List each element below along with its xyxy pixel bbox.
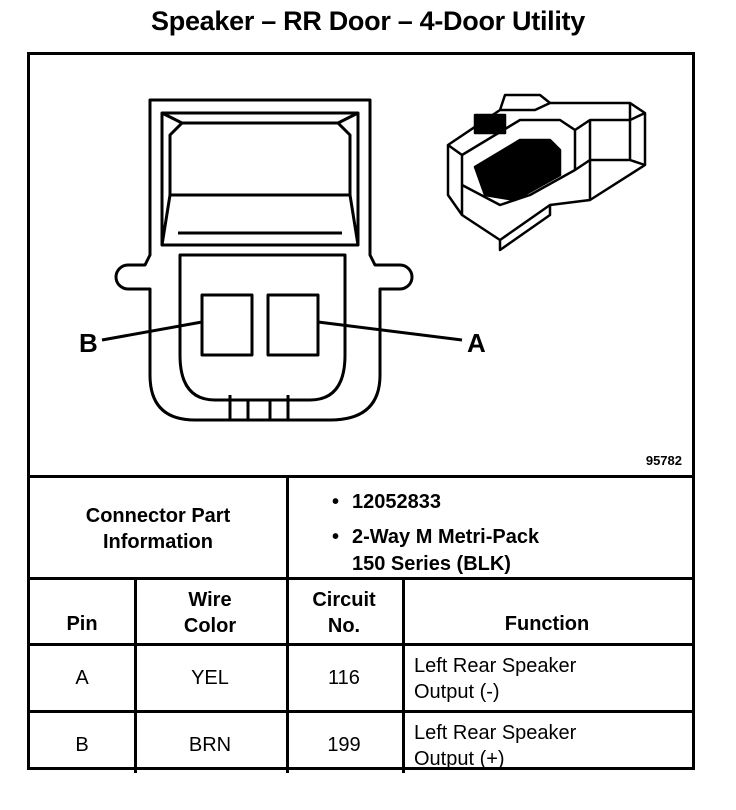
row-a-wire-color: YEL (191, 667, 229, 689)
divider-row-a (30, 710, 692, 713)
row-b-function: Left Rear Speaker Output (+) (414, 720, 576, 772)
row-b-wire-color: BRN (188, 734, 232, 756)
part-number: 12052833 (330, 489, 539, 516)
pin-cavity-a (266, 293, 320, 357)
connector-description-line2: 150 Series (BLK) (352, 553, 511, 575)
row-b-function-line1: Left Rear Speaker (414, 722, 577, 744)
header-wire-color: Wire Color (134, 587, 286, 639)
info-divider (286, 475, 289, 577)
leader-a (317, 320, 463, 342)
connector-drawing (101, 93, 647, 422)
header-wire-color-line2: Color (183, 615, 237, 637)
figure-number: 95782 (645, 453, 682, 468)
divider-info (30, 577, 692, 580)
header-wire-color-line1: Wire (188, 589, 232, 611)
connector-figure: B A 95782 (30, 55, 692, 475)
header-function: Function (504, 613, 590, 635)
row-a-pin: A (75, 667, 89, 689)
connector-description-line1: 2-Way M Metri-Pack (330, 524, 539, 551)
row-b-function-line2: Output (+) (414, 748, 505, 770)
connector-3d-view (446, 93, 647, 252)
col-divider-wire (286, 577, 289, 773)
row-a-function-line2: Output (-) (414, 681, 500, 703)
header-pin: Pin (66, 613, 98, 635)
divider-header (30, 643, 692, 646)
header-circuit-line1: Circuit (312, 589, 376, 611)
connector-latch (160, 111, 360, 247)
connector-body-outline (114, 98, 414, 422)
row-a-function: Left Rear Speaker Output (-) (414, 653, 576, 705)
page-title: Speaker – RR Door – 4-Door Utility (151, 6, 585, 36)
pin-label-b: B (79, 328, 98, 358)
col-divider-circuit (402, 577, 405, 773)
row-b-pin: B (75, 734, 89, 756)
connector-info-label-line2: Information (103, 531, 213, 553)
header-circuit: Circuit No. (286, 587, 402, 639)
connector-info-label-line1: Connector Part (85, 505, 231, 527)
divider-figure (30, 475, 692, 478)
pin-label-a: A (467, 328, 486, 358)
leader-b (101, 320, 203, 342)
row-b-circuit: 199 (327, 734, 361, 756)
row-a-function-line1: Left Rear Speaker (414, 655, 577, 677)
header-circuit-line2: No. (327, 615, 361, 637)
connector-info-label: Connector Part Information (30, 503, 286, 555)
col-divider-pin (134, 577, 137, 773)
pin-cavity-b (200, 293, 254, 357)
connector-info-details: 12052833 2-Way M Metri-Pack 150 Series (… (330, 489, 539, 578)
connector-frame: B A 95782 Connector Part Information 120… (27, 52, 695, 773)
row-a-circuit: 116 (328, 667, 360, 689)
